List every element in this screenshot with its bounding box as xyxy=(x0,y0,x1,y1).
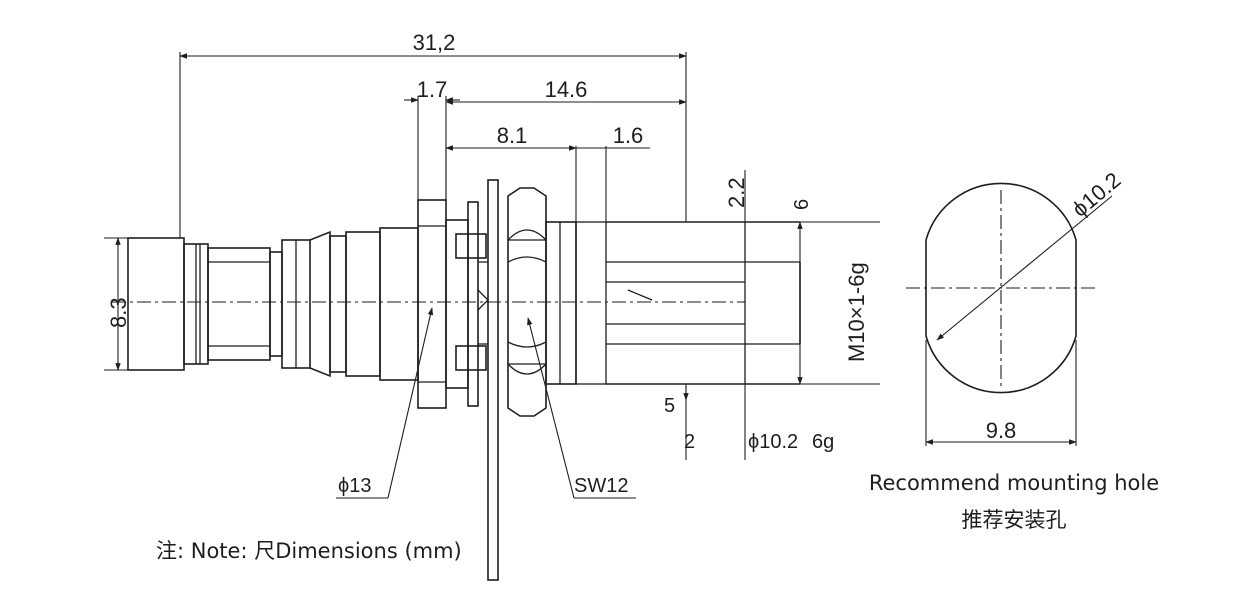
dim-label-pin-offset: 2.2 xyxy=(724,177,749,208)
dim-step-length: 1.6 xyxy=(576,123,650,222)
connector-side-view: 31,2 1.7 14.6 8.1 1.6 xyxy=(104,30,880,581)
dim-label-step-length: 1.6 xyxy=(613,123,644,148)
dim-label-flange-thickness: 1.7 xyxy=(417,77,448,102)
dim-label-2: 2 xyxy=(684,431,695,453)
dim-thread-length: 14.6 xyxy=(445,77,687,105)
dim-label-thread-diameter: ϕ10.2 xyxy=(748,431,798,453)
mounting-hole-width-label: 9.8 xyxy=(986,418,1017,443)
threaded-body xyxy=(545,221,801,385)
mounting-hole-diameter-line xyxy=(936,195,1113,341)
leader-wrench-size: SW12 xyxy=(527,317,636,499)
dim-flange-thickness: 1.7 xyxy=(404,77,460,200)
dim-label-small-mark: 6 xyxy=(791,199,813,210)
dim-label-body-length: 8.1 xyxy=(497,123,528,148)
dim-overall-length: 31,2 xyxy=(179,30,687,238)
leader-flange-diameter: ϕ13 xyxy=(336,307,434,499)
mounting-hole-caption-en: Recommend mounting hole xyxy=(869,471,1159,495)
dim-label-thread-spec: M10×1-6g xyxy=(844,262,869,362)
dim-label-cable-diameter: 8.3 xyxy=(106,297,131,328)
dim-label-thread-length: 14.6 xyxy=(545,77,588,102)
dim-bottom-group: 5 2 ϕ10.2 6g xyxy=(664,384,834,460)
mounting-hole-outline xyxy=(925,182,1077,394)
panel-washer xyxy=(445,179,499,581)
hex-nut xyxy=(507,187,547,417)
cable-boot xyxy=(127,227,419,381)
dim-label-thread-diameter-suffix: 6g xyxy=(812,431,834,453)
dim-body-length: 8.1 xyxy=(445,123,577,222)
dim-label-wrench-size: SW12 xyxy=(574,475,628,497)
mounting-hole-diameter-label: ϕ10.2 xyxy=(1067,167,1125,222)
dim-thread-spec: M10×1-6g xyxy=(797,221,880,385)
dim-label-flange-diameter: ϕ13 xyxy=(338,475,371,497)
mounting-hole-caption-cn: 推荐安装孔 xyxy=(962,508,1067,532)
flange xyxy=(417,199,447,409)
mounting-hole-view: ϕ10.2 9.8 Recommend mounting hole 推荐安装孔 xyxy=(869,167,1159,532)
dimensions-note: 注: Note: 尺Dimensions (mm) xyxy=(156,539,462,563)
dim-pin-offset: 2.2 xyxy=(724,170,749,222)
dim-label-overall-length: 31,2 xyxy=(413,30,456,55)
dim-cable-diameter: 8.3 xyxy=(104,237,131,371)
dim-label-5: 5 xyxy=(664,395,675,417)
